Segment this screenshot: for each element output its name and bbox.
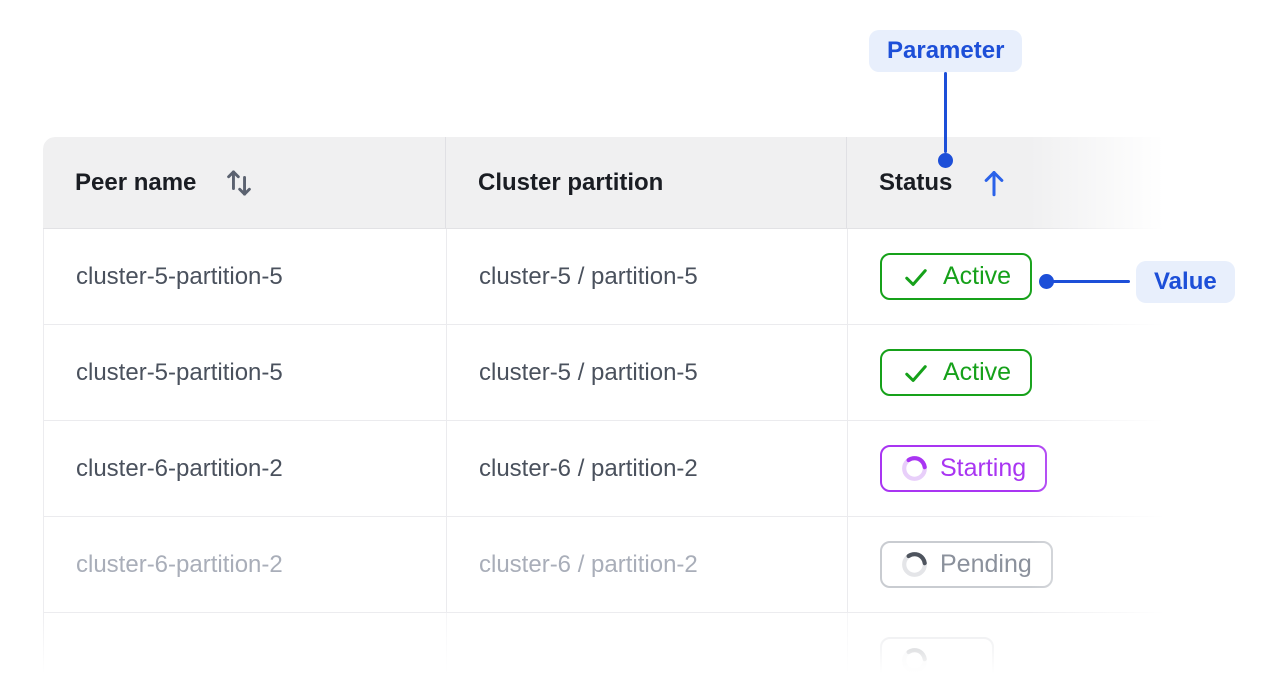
column-header-cluster-partition[interactable]: Cluster partition [446, 137, 847, 228]
parameter-callout-dot [938, 153, 953, 168]
spinner-icon [901, 455, 928, 482]
table-row: cluster-5-partition-5 cluster-5 / partit… [44, 229, 1190, 325]
sort-updown-icon [222, 165, 256, 201]
column-header-status[interactable]: Status [847, 137, 1190, 228]
cell-cluster-partition: cluster-6 / partition-2 [447, 517, 848, 612]
status-badge: Active [880, 349, 1033, 396]
status-badge-label: Starting [940, 454, 1027, 482]
cell-cluster-partition: cluster-5 / partition-5 [447, 229, 848, 324]
table-body: cluster-5-partition-5 cluster-5 / partit… [43, 229, 1190, 688]
parameter-callout-label: Parameter [887, 37, 1005, 64]
status-badge: Active [880, 253, 1033, 300]
cell-peer-name [44, 613, 447, 688]
cell-peer-name: cluster-5-partition-5 [44, 229, 447, 324]
cell-peer-name: cluster-6-partition-2 [44, 517, 447, 612]
status-badge: Starting [880, 445, 1048, 492]
table-row: cluster-6-partition-2 cluster-6 / partit… [44, 421, 1190, 517]
column-header-peer-name-label: Peer name [75, 168, 197, 196]
parameter-callout-line [944, 72, 947, 153]
value-callout-dot [1039, 274, 1054, 289]
column-header-peer-name[interactable]: Peer name [43, 137, 446, 228]
sort-ascending-arrow-icon [978, 166, 1010, 200]
table-row: cluster-5-partition-5 cluster-5 / partit… [44, 325, 1190, 421]
cell-status: Active [848, 325, 1190, 420]
spinner-icon [901, 551, 928, 578]
cell-cluster-partition: cluster-5 / partition-5 [447, 325, 848, 420]
status-badge-label: Pending [940, 550, 1032, 578]
check-icon [901, 359, 931, 387]
column-header-status-label: Status [879, 168, 953, 196]
parameter-callout: Parameter [869, 30, 1023, 72]
cell-status: Pending [848, 517, 1190, 612]
cell-peer-name: cluster-6-partition-2 [44, 421, 447, 516]
value-callout-label: Value [1154, 268, 1217, 295]
table-header-row: Peer name Cluster partition Status [43, 137, 1190, 229]
cell-peer-name: cluster-5-partition-5 [44, 325, 447, 420]
status-badge [880, 637, 994, 684]
table-row: cluster-6-partition-2 cluster-6 / partit… [44, 517, 1190, 613]
column-header-cluster-partition-label: Cluster partition [478, 168, 664, 196]
peers-table: Peer name Cluster partition Status clust… [43, 137, 1190, 688]
status-badge-label: Active [943, 358, 1012, 386]
cell-cluster-partition: cluster-6 / partition-2 [447, 421, 848, 516]
table-row [44, 613, 1190, 688]
cell-cluster-partition [447, 613, 848, 688]
value-callout-line [1052, 280, 1130, 283]
status-badge: Pending [880, 541, 1053, 588]
check-icon [901, 263, 931, 291]
cell-status: Starting [848, 421, 1190, 516]
spinner-icon [901, 647, 928, 674]
status-badge-label: Active [943, 262, 1012, 290]
value-callout: Value [1136, 261, 1235, 303]
cell-status [848, 613, 1190, 688]
cell-status: Active [848, 229, 1190, 324]
